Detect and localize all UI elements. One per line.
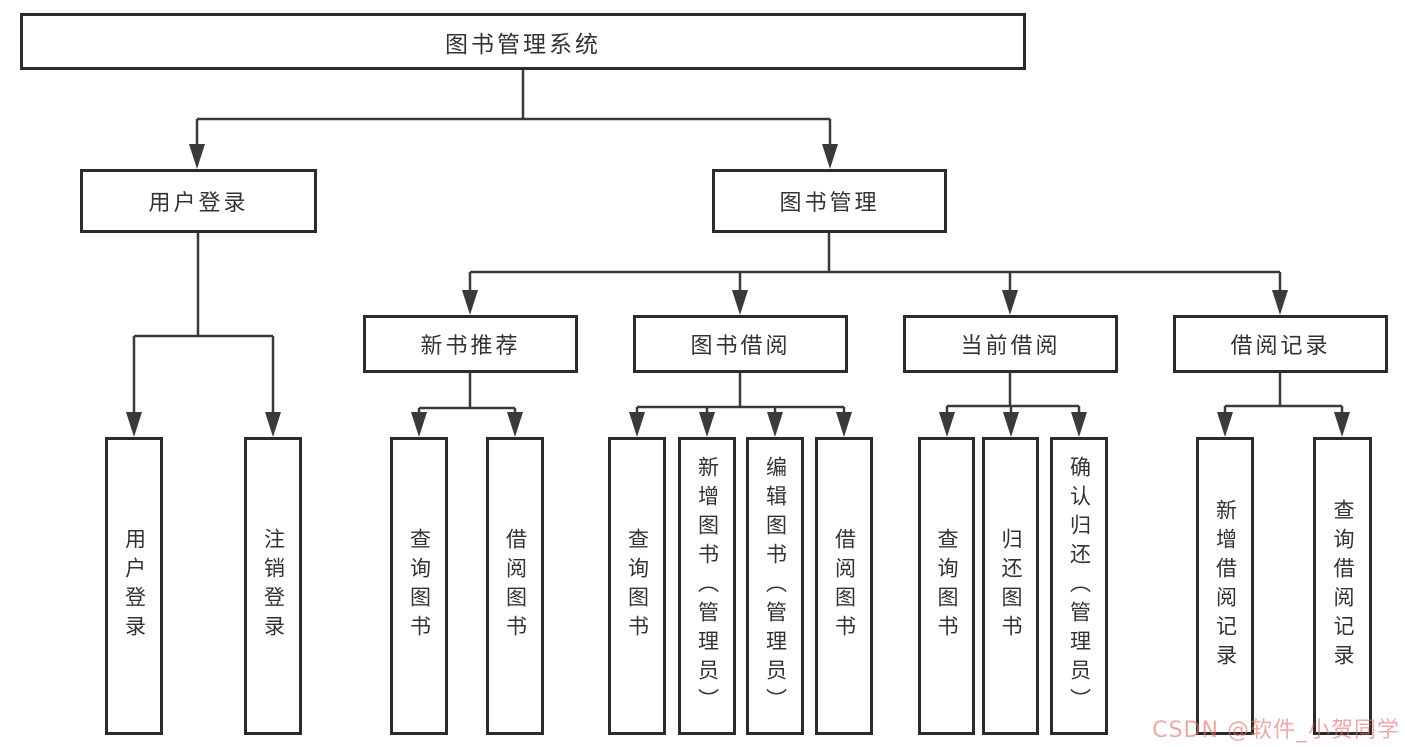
edge-book-management <box>462 233 1288 315</box>
node-label: 当前借阅 <box>960 334 1061 359</box>
node-label: 图书管理系统 <box>445 31 601 58</box>
node-book-management: 图书管理 <box>712 169 947 233</box>
node-bor-query-books: 查询图书 <box>608 437 666 735</box>
node-cur-return-books: 归还图书 <box>982 437 1039 735</box>
node-root: 图书管理系统 <box>20 13 1026 70</box>
node-bor-borrow-books: 借阅图书 <box>815 437 873 735</box>
arrowhead-icon <box>126 412 142 437</box>
node-label: 新书推荐 <box>420 334 521 359</box>
arrowhead-icon <box>732 290 748 315</box>
arrowhead-icon <box>1003 412 1019 437</box>
edge-root <box>189 70 838 169</box>
arrowhead-icon <box>767 412 783 437</box>
node-bor-edit-books: 编辑图书（管理员） <box>746 437 804 735</box>
arrowhead-icon <box>629 412 645 437</box>
node-rec-query-books: 查询图书 <box>390 437 448 735</box>
node-label: 确认归还（管理员） <box>1067 455 1092 717</box>
node-label: 归还图书 <box>999 528 1023 644</box>
node-label: 图书管理 <box>779 191 880 216</box>
arrowhead-icon <box>507 412 523 437</box>
node-label: 查询图书 <box>407 528 432 644</box>
node-label: 借阅记录 <box>1230 334 1331 359</box>
node-book-borrowing: 图书借阅 <box>633 315 848 373</box>
node-label: 借阅图书 <box>832 528 857 644</box>
node-label: 查询图书 <box>625 528 650 644</box>
arrowhead-icon <box>822 144 838 169</box>
edge-book-borrowing <box>629 373 852 437</box>
node-label: 注销登录 <box>261 528 286 644</box>
arrowhead-icon <box>265 412 281 437</box>
node-bor-add-books: 新增图书（管理员） <box>678 437 736 735</box>
node-label: 用户登录 <box>122 528 147 644</box>
node-label: 新增借阅记录 <box>1213 499 1238 673</box>
edge-borrowing-records <box>1217 373 1350 437</box>
node-label: 图书借阅 <box>690 334 791 359</box>
node-rcd-add-record: 新增借阅记录 <box>1196 437 1254 735</box>
node-label: 新增图书（管理员） <box>695 455 720 717</box>
node-leaf-user-login: 用户登录 <box>105 437 163 735</box>
node-label: 借阅图书 <box>503 528 528 644</box>
arrowhead-icon <box>1002 290 1018 315</box>
arrowhead-icon <box>189 144 205 169</box>
node-label: 编辑图书（管理员） <box>763 455 788 717</box>
node-leaf-logout: 注销登录 <box>244 437 302 735</box>
watermark: CSDN @软件_小贺同学 <box>1152 718 1400 743</box>
node-cur-query-books: 查询图书 <box>918 437 975 735</box>
arrowhead-icon <box>699 412 715 437</box>
arrowhead-icon <box>1334 412 1350 437</box>
edge-new-book-recommend <box>411 373 523 437</box>
edge-user-login <box>126 233 281 437</box>
node-new-book-recommend: 新书推荐 <box>363 315 578 373</box>
node-user-login: 用户登录 <box>80 169 317 233</box>
arrowhead-icon <box>462 290 478 315</box>
node-current-borrowing: 当前借阅 <box>903 315 1118 373</box>
node-cur-confirm-return: 确认归还（管理员） <box>1050 437 1108 735</box>
node-label: 查询图书 <box>935 528 959 644</box>
arrowhead-icon <box>411 412 427 437</box>
node-rcd-query-record: 查询借阅记录 <box>1313 437 1372 735</box>
arrowhead-icon <box>836 412 852 437</box>
arrowhead-icon <box>1071 412 1087 437</box>
node-borrowing-records: 借阅记录 <box>1173 315 1388 373</box>
node-rec-borrow-books: 借阅图书 <box>486 437 544 735</box>
node-label: 查询借阅记录 <box>1331 499 1355 673</box>
arrowhead-icon <box>1217 412 1233 437</box>
node-label: 用户登录 <box>148 191 249 216</box>
arrowhead-icon <box>939 412 955 437</box>
edge-current-borrowing <box>939 373 1087 437</box>
arrowhead-icon <box>1272 290 1288 315</box>
